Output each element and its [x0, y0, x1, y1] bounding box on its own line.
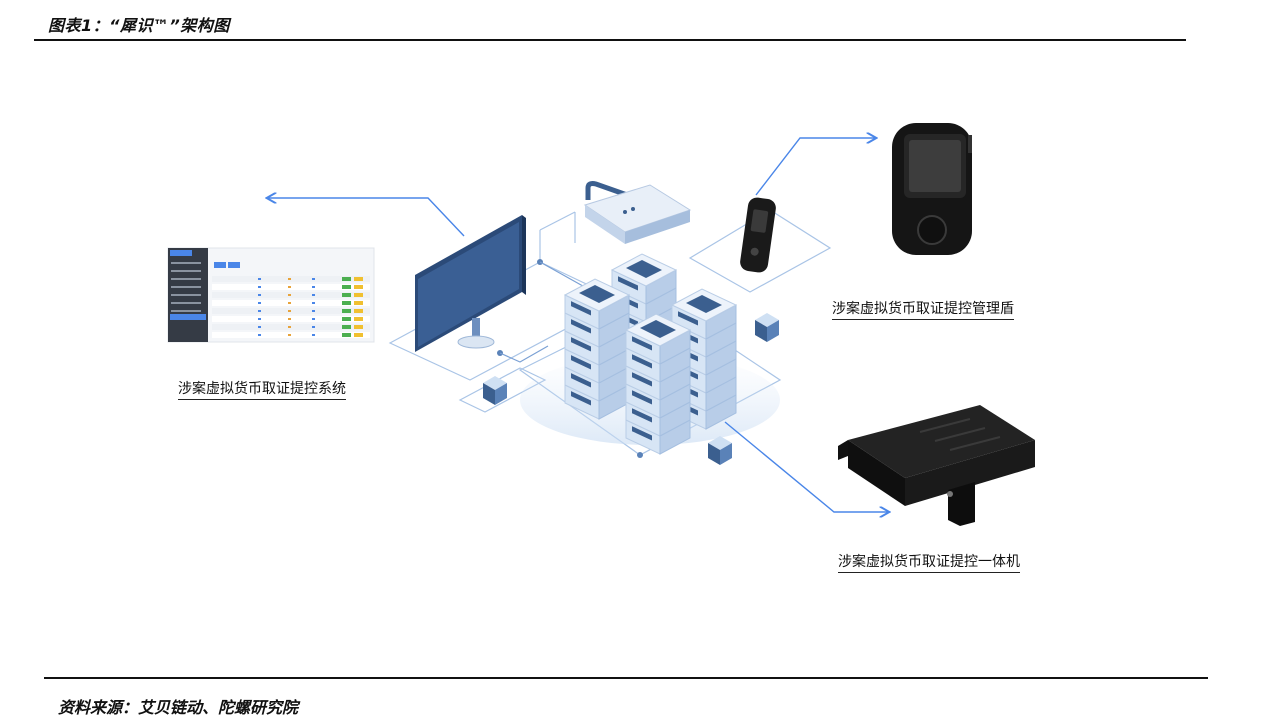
connector-lines — [499, 261, 591, 363]
bottom-rule — [44, 677, 1208, 679]
server-tower-4 — [624, 313, 692, 455]
source-note: 资料来源：艾贝链动、陀螺研究院 — [58, 698, 299, 717]
shield-label: 涉案虚拟货币取证提控管理盾 — [832, 298, 1014, 320]
top-rule — [34, 39, 1186, 41]
handheld-device-small — [740, 197, 776, 273]
lock-box-icon — [583, 181, 692, 244]
cube-1 — [755, 313, 779, 342]
arrow-lines — [268, 138, 888, 512]
shield-device-icon — [892, 123, 972, 255]
system-label: 涉案虚拟货币取证提控系统 — [178, 378, 346, 400]
server-tower-3 — [563, 278, 631, 420]
monitor-icon — [415, 215, 526, 352]
cube-2 — [483, 376, 507, 405]
server-stacks — [563, 253, 738, 455]
cube-icons — [483, 313, 779, 465]
appliance-device-icon — [838, 405, 1035, 526]
cube-3 — [708, 436, 732, 465]
appliance-label: 涉案虚拟货币取证提控一体机 — [838, 551, 1020, 573]
figure-title: 图表1：“犀识™”架构图 — [48, 16, 230, 35]
system-ui-thumbnail — [167, 247, 375, 343]
